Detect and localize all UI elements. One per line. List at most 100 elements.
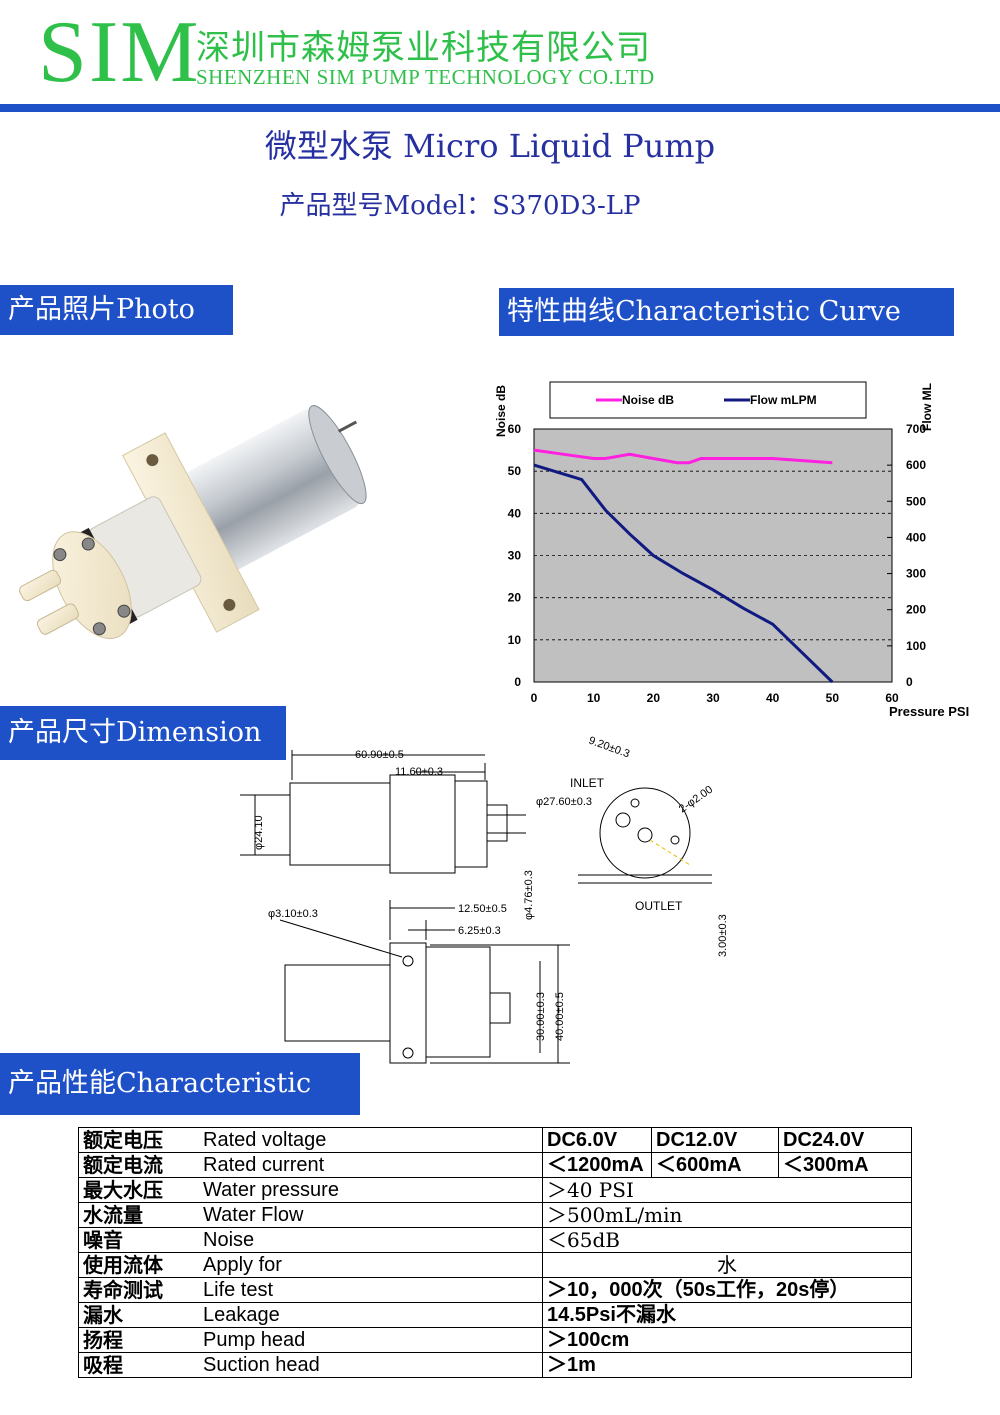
spec-label-en: Noise [187, 1227, 543, 1253]
dim-pitch-label: 9.20±0.3 [587, 735, 631, 761]
spec-value: ＞40 PSI [542, 1177, 912, 1203]
spec-label-en: Water pressure [187, 1177, 543, 1203]
y-tick-4: 40 [508, 506, 522, 520]
spec-label-en: Life test [187, 1277, 543, 1303]
characteristic-curve-chart: Noise dB Flow mLPM Noise dB Flow ML Pres… [494, 381, 969, 719]
spec-label-cn: 额定电压 [78, 1127, 187, 1153]
legend-label-noise: Noise dB [622, 393, 674, 407]
dim-thickness-label: 3.00±0.3 [717, 914, 729, 957]
company-name-en: SHENZHEN SIM PUMP TECHNOLOGY CO.LTD [196, 65, 655, 89]
spec-label-cn: 最大水压 [78, 1177, 187, 1203]
x-tick-0: 0 [531, 691, 538, 705]
spec-label-en: Water Flow [187, 1202, 543, 1228]
legend-label-flow: Flow mLPM [750, 393, 817, 407]
product-title: 微型水泵 Micro Liquid Pump [264, 127, 716, 165]
spec-value: ＜1200mA [542, 1152, 652, 1178]
dim-height-inner-label: 30.00±0.3 [535, 992, 547, 1041]
chart-plot-area [533, 428, 893, 683]
spec-label-en: Pump head [187, 1327, 543, 1353]
dim-head-dia-label: φ27.60±0.3 [536, 796, 592, 808]
company-name-cn: 深圳市森姆泵业科技有限公司 [196, 28, 651, 68]
y2-tick-4: 400 [906, 530, 926, 544]
x-tick-4: 40 [766, 691, 780, 705]
section-header-photo: 产品照片Photo [0, 285, 233, 335]
dim-diameter-label: φ24.10 [253, 815, 265, 850]
dim-hole-label: φ3.10±0.3 [268, 908, 318, 920]
spec-value: ＞10，000次（50s工作，20s停） [542, 1277, 912, 1303]
spec-label-en: Rated voltage [187, 1127, 543, 1153]
y-axis-label-right: Flow ML [920, 383, 934, 431]
spec-label-cn: 使用流体 [78, 1252, 187, 1278]
y2-tick-7: 700 [906, 422, 926, 436]
x-tick-2: 20 [647, 691, 661, 705]
spec-label-en: Apply for [187, 1252, 543, 1278]
spec-label-cn: 扬程 [78, 1327, 187, 1353]
spec-value: DC12.0V [651, 1127, 779, 1153]
spec-label-en: Suction head [187, 1352, 543, 1378]
y-tick-2: 20 [508, 591, 522, 605]
y-tick-3: 30 [508, 549, 522, 563]
y-tick-1: 10 [508, 633, 522, 647]
series-line-0 [533, 448, 833, 465]
series-line-1 [533, 463, 834, 684]
dim-mount-half-label: 6.25±0.3 [458, 925, 501, 937]
y-axis-label-left: Noise dB [494, 385, 508, 437]
spec-label-cn: 漏水 [78, 1302, 187, 1328]
y2-tick-1: 100 [906, 639, 926, 653]
y-tick-0: 0 [514, 675, 521, 689]
x-axis-label: Pressure PSI [889, 704, 969, 719]
spec-value: ＜300mA [778, 1152, 912, 1178]
dim-inlet-label: INLET [570, 776, 605, 790]
dim-outlet-label: OUTLET [635, 899, 683, 913]
dim-mount-length-label: 12.50±0.5 [458, 903, 507, 915]
x-tick-5: 50 [826, 691, 840, 705]
spec-value: ＞500mL/min [542, 1202, 912, 1228]
y2-tick-2: 200 [906, 603, 926, 617]
dim-height-outer-label: 40.00±0.5 [554, 992, 566, 1041]
x-tick-3: 30 [706, 691, 720, 705]
product-model: 产品型号Model：S370D3-LP [279, 191, 641, 221]
spec-value: ＞1m [542, 1352, 912, 1378]
section-header-curve: 特性曲线Characteristic Curve [499, 288, 954, 336]
spec-label-cn: 吸程 [78, 1352, 187, 1378]
product-photo [19, 405, 367, 639]
y-tick-6: 60 [508, 422, 522, 436]
x-tick-1: 10 [587, 691, 601, 705]
y2-tick-5: 500 [906, 494, 926, 508]
y2-tick-3: 300 [906, 567, 926, 581]
dim-port-label: φ4.76±0.3 [523, 870, 535, 920]
y2-tick-0: 0 [906, 675, 913, 689]
spec-label-cn: 寿命测试 [78, 1277, 187, 1303]
spec-value: 14.5Psi不漏水 [542, 1302, 912, 1328]
section-header-dimension: 产品尺寸Dimension [0, 706, 286, 760]
spec-label-en: Leakage [187, 1302, 543, 1328]
x-tick-6: 60 [885, 691, 899, 705]
dim-head-label: 11.60±0.3 [395, 766, 443, 778]
section-header-characteristic: 产品性能Characteristic [0, 1053, 360, 1115]
dim-screw-label: 2-φ2.00 [677, 784, 715, 816]
spec-value: ＞100cm [542, 1327, 912, 1353]
y2-tick-6: 600 [906, 458, 926, 472]
company-logo: SIM [38, 4, 201, 101]
spec-value: ＜600mA [651, 1152, 779, 1178]
spec-label-cn: 噪音 [78, 1227, 187, 1253]
dim-length-label: 60.90±0.5 [355, 749, 404, 761]
spec-label-en: Rated current [187, 1152, 543, 1178]
spec-label-cn: 水流量 [78, 1202, 187, 1228]
spec-value: ＜65dB [542, 1227, 912, 1253]
spec-value: 水 [542, 1252, 912, 1278]
header-divider [0, 104, 1000, 112]
spec-label-cn: 额定电流 [78, 1152, 187, 1178]
spec-value: DC6.0V [542, 1127, 652, 1153]
